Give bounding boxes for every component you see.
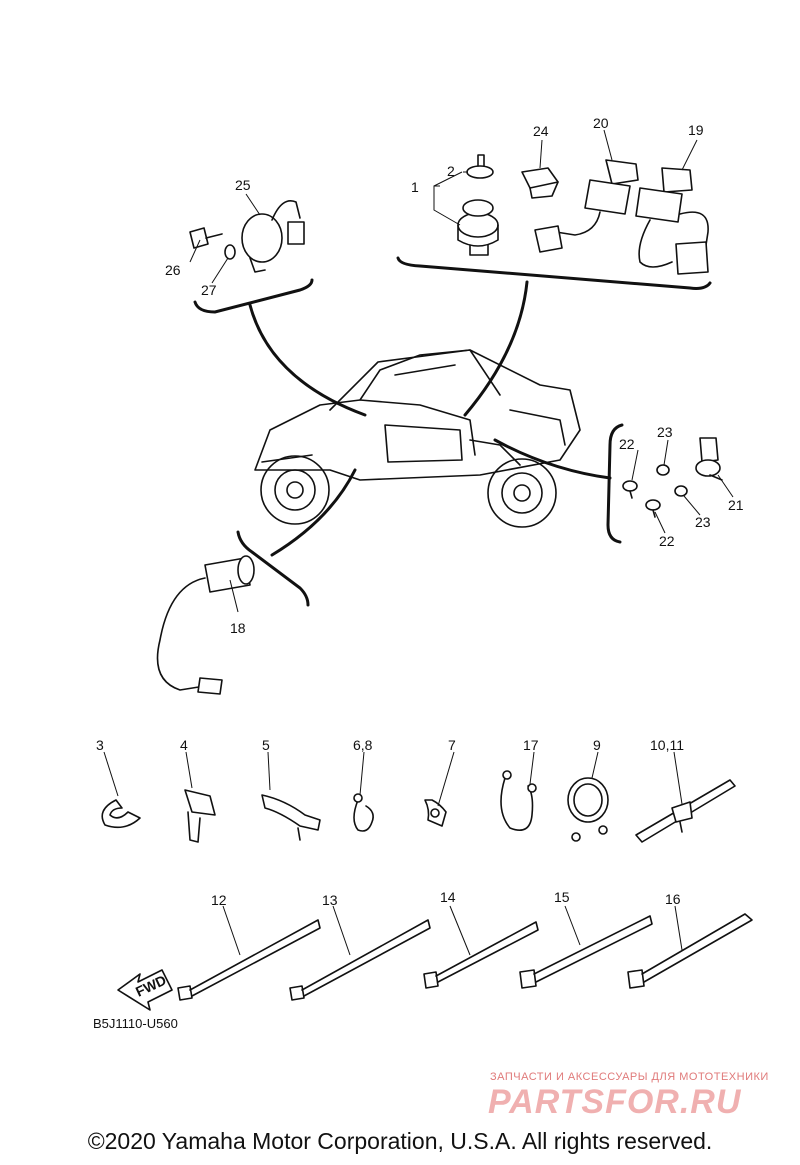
washer-27 bbox=[224, 244, 236, 260]
callout-25: 25 bbox=[235, 177, 251, 193]
cable-tie-13 bbox=[289, 919, 431, 1001]
washer-23 bbox=[656, 464, 688, 497]
bolt-26 bbox=[189, 227, 223, 249]
switch-19 bbox=[635, 167, 709, 275]
watermark-brand: PARTSFOR.RU bbox=[488, 1083, 742, 1121]
cable-tie-12 bbox=[177, 919, 321, 1001]
callout-9: 9 bbox=[593, 737, 601, 753]
switch-24 bbox=[521, 167, 559, 199]
callout-21: 21 bbox=[728, 497, 744, 513]
callout-3: 3 bbox=[96, 737, 104, 753]
callout-5: 5 bbox=[262, 737, 270, 753]
clip-6-8 bbox=[353, 793, 374, 832]
watermark-tagline: ЗАПЧАСТИ И АКСЕССУАРЫ ДЛЯ МОТОТЕХНИКИ bbox=[490, 1071, 769, 1083]
clip-9 bbox=[567, 777, 609, 842]
group-bracket-hornkit bbox=[193, 278, 314, 314]
cable-tie-16 bbox=[627, 913, 753, 989]
switch-20 bbox=[534, 159, 639, 253]
bolt-22 bbox=[622, 480, 661, 518]
clip-10-11 bbox=[635, 779, 736, 843]
clip-17 bbox=[500, 770, 537, 831]
callout-1: 1 bbox=[411, 179, 419, 195]
horn bbox=[241, 200, 305, 273]
clip-3 bbox=[101, 799, 141, 829]
clip-4 bbox=[184, 789, 216, 843]
copyright-notice: ©2020 Yamaha Motor Corporation, U.S.A. A… bbox=[87, 1128, 713, 1154]
callout-2: 2 bbox=[447, 163, 455, 179]
group-bracket-sensor bbox=[606, 423, 624, 544]
fwd-arrow: FWD bbox=[117, 969, 173, 1011]
leader-curve-4 bbox=[270, 468, 357, 557]
leader-curve-1 bbox=[248, 303, 367, 417]
callout-22-bottom: 22 bbox=[659, 533, 675, 549]
callout-16: 16 bbox=[665, 891, 681, 907]
cable-tie-14 bbox=[423, 921, 539, 989]
callout-7: 7 bbox=[448, 737, 456, 753]
cable-tie-15 bbox=[519, 915, 653, 989]
key-cap bbox=[466, 154, 494, 179]
callout-18: 18 bbox=[230, 620, 246, 636]
sensor-21 bbox=[695, 437, 723, 481]
callout-14: 14 bbox=[440, 889, 456, 905]
callout-23-bottom: 23 bbox=[695, 514, 711, 530]
leader-curve-3 bbox=[493, 438, 612, 480]
callout-19: 19 bbox=[688, 122, 704, 138]
leader-curve-2 bbox=[463, 280, 529, 417]
callout-6-8: 6,8 bbox=[353, 737, 373, 753]
callout-24: 24 bbox=[533, 123, 549, 139]
accessory-socket bbox=[156, 555, 255, 695]
clip-5 bbox=[261, 794, 321, 841]
callout-26: 26 bbox=[165, 262, 181, 278]
callout-10-11: 10,11 bbox=[650, 737, 684, 753]
callout-13: 13 bbox=[322, 892, 338, 908]
group-bracket-socket bbox=[236, 530, 310, 607]
callout-17: 17 bbox=[523, 737, 539, 753]
group-bracket-switches bbox=[396, 256, 712, 290]
callout-23-top: 23 bbox=[657, 424, 673, 440]
diagram-code: B5J1110-U560 bbox=[93, 1016, 178, 1031]
clip-7 bbox=[424, 799, 447, 827]
vehicle-illustration bbox=[254, 349, 581, 528]
callout-4: 4 bbox=[180, 737, 188, 753]
callout-27: 27 bbox=[201, 282, 217, 298]
callout-20: 20 bbox=[593, 115, 609, 131]
callout-12: 12 bbox=[211, 892, 227, 908]
callout-15: 15 bbox=[554, 889, 570, 905]
callout-22-top: 22 bbox=[619, 436, 635, 452]
main-switch bbox=[457, 199, 499, 256]
